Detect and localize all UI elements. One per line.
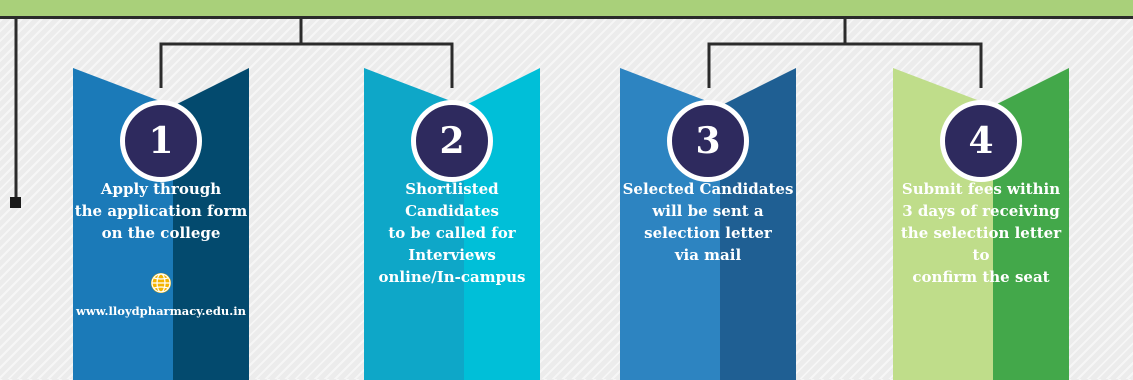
step-4-line-3: the selection letter to [900,224,1062,264]
step-3-description: Selected Candidates will be sent a selec… [620,178,796,266]
step-1-line-1: Apply through [100,180,222,198]
connector-right-bracket-right [709,42,983,88]
step-card-1: 1 Apply through the application form on … [73,68,249,380]
step-2-line-3: Interviews [408,246,496,264]
step-2-line-4: online/In-campus [378,268,526,286]
top-band [0,0,1133,19]
step-3-badge: 3 [667,100,749,182]
step-1-line-2: the application form [74,202,248,220]
step-2-badge: 2 [411,100,493,182]
step-card-2: 2 Shortlisted Candidates to be called fo… [364,68,540,380]
step-card-3: 3 Selected Candidates will be sent a sel… [620,68,796,380]
step-2-line-1: Shortlisted Candidates [405,180,499,220]
step-1-line-3: on the college [101,224,221,242]
globe-icon [151,273,171,293]
step-4-line-4: confirm the seat [912,268,1050,286]
step-3-line-2: will be sent a [652,202,764,220]
step-1-badge: 1 [120,100,202,182]
step-4-description: Submit fees within 3 days of receiving t… [893,178,1069,288]
step-3-line-1: Selected Candidates [622,180,794,198]
step-2-description: Shortlisted Candidates to be called for … [364,178,540,288]
step-2-line-2: to be called for [388,224,516,242]
step-4-line-1: Submit fees within [901,180,1061,198]
step-4-line-2: 3 days of receiving [902,202,1060,220]
connector-left-bracket-right [161,42,454,88]
connector-end-square [10,197,21,208]
college-website-link[interactable]: www.lloydpharmacy.edu.in [75,304,247,318]
step-4-badge: 4 [940,100,1022,182]
step-3-line-4: via mail [674,246,742,264]
step-card-4: 4 Submit fees within 3 days of receiving… [893,68,1069,380]
step-1-description: Apply through the application form on th… [73,178,249,244]
step-3-line-3: selection letter [644,224,772,242]
